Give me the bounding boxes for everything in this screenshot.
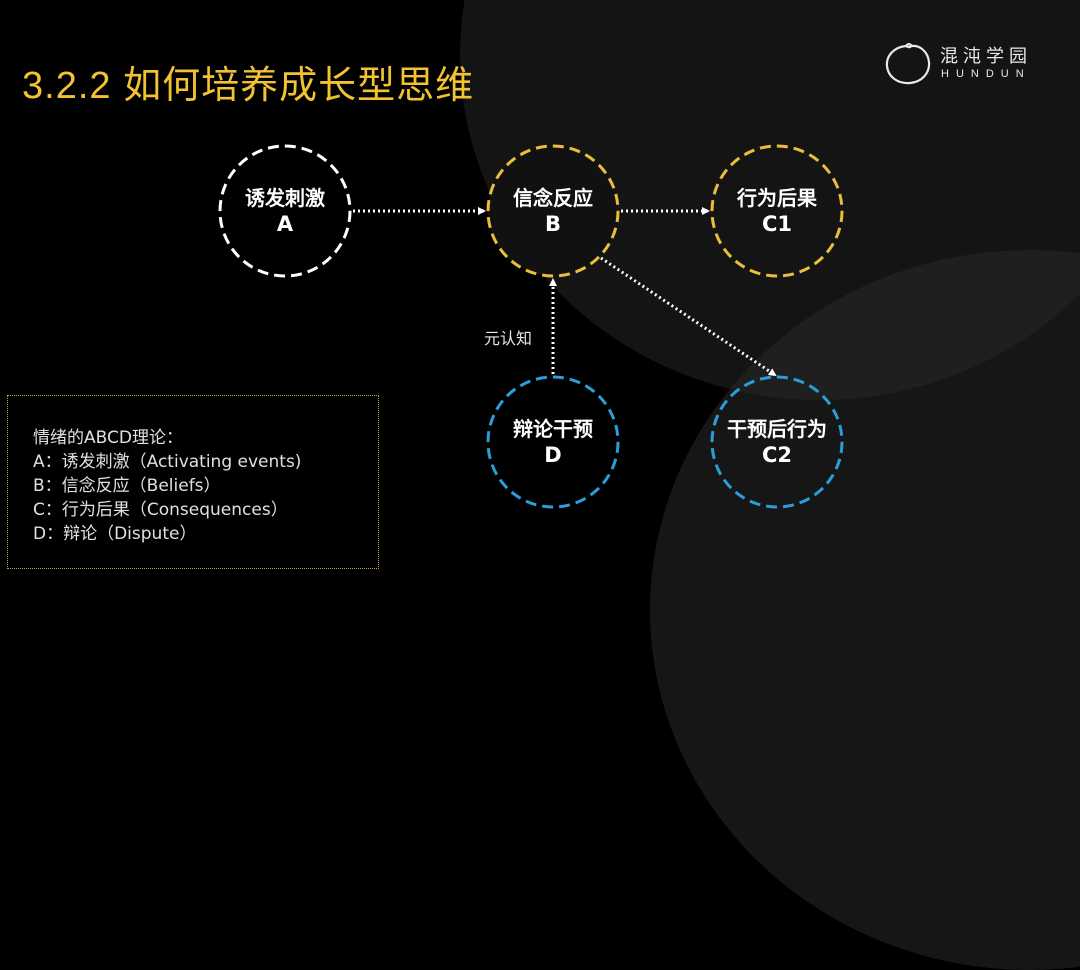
legend-item-b: B：信念反应（Beliefs） (33, 476, 221, 496)
node-letter: C2 (761, 443, 793, 467)
node-label: 诱发刺激 (245, 186, 325, 210)
abcd-legend-box: 情绪的ABCD理论： A：诱发刺激（Activating events) B：信… (7, 395, 379, 569)
legend-item-c: C：行为后果（Consequences） (33, 500, 288, 520)
node-label: 行为后果 (737, 186, 817, 210)
node-belief: 信念反应 B (488, 146, 618, 276)
node-b-ring (486, 144, 620, 278)
node-d-ring (486, 375, 620, 509)
node-letter: A (276, 212, 294, 236)
node-c2-ring (710, 375, 844, 509)
slide-title: 3.2.2 如何培养成长型思维 (22, 65, 475, 107)
abcd-diagram (218, 144, 844, 509)
circle-brush-logo-icon (885, 43, 931, 85)
metacognition-label: 元认知 (484, 329, 533, 348)
logo-english-text: HUNDUN (941, 68, 1031, 80)
node-dispute: 辩论干预 D (488, 377, 618, 507)
node-c1-ring (710, 144, 844, 278)
node-label: 信念反应 (513, 186, 593, 210)
node-a-ring (218, 144, 352, 278)
node-letter: D (544, 443, 562, 467)
legend-item-a: A：诱发刺激（Activating events) (33, 452, 302, 472)
legend-item-d: D：辩论（Dispute） (33, 524, 197, 544)
logo-chinese-text: 混沌学园 (940, 46, 1032, 67)
hundun-logo: 混沌学园 HUNDUN (884, 40, 1044, 86)
node-consequence: 行为后果 C1 (712, 146, 842, 276)
node-label: 干预后行为 (727, 417, 827, 441)
legend-heading: 情绪的ABCD理论： (33, 428, 183, 448)
node-label: 辩论干预 (513, 417, 593, 441)
node-letter: C1 (761, 212, 793, 236)
node-letter: B (544, 212, 561, 236)
node-post-intervention: 干预后行为 C2 (712, 377, 842, 507)
node-activating-event: 诱发刺激 A (220, 146, 350, 276)
